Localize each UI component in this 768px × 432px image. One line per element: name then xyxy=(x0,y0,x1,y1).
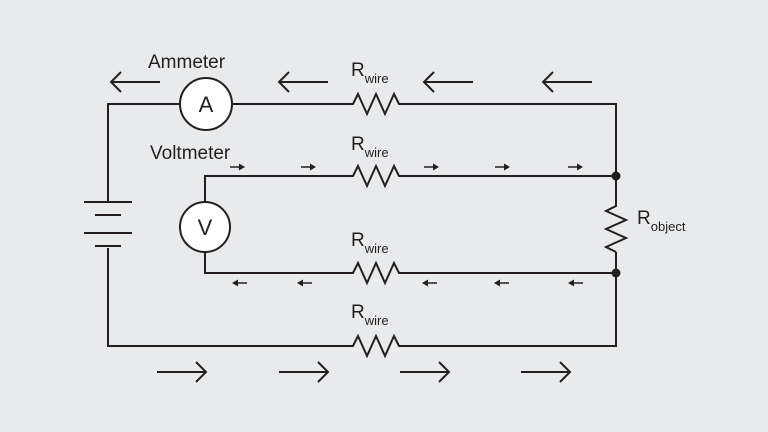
small-arrow-left-icon xyxy=(297,279,312,287)
ammeter-symbol: A xyxy=(179,77,233,131)
ammeter-label: Ammeter xyxy=(148,52,226,73)
arrow-right-icon xyxy=(279,361,330,383)
arrow-right-icon xyxy=(157,361,208,383)
main-circuit-wires xyxy=(107,103,617,347)
voltmeter-label: Voltmeter xyxy=(150,143,231,164)
small-arrow-left-icon xyxy=(494,279,509,287)
voltmeter-letter: V xyxy=(198,215,213,240)
resistor-label-bottom: Rwire xyxy=(351,302,389,328)
wire-resistor-voltmeter-bottom xyxy=(347,260,401,286)
arrow-left-icon xyxy=(541,71,592,93)
resistor-label-object: Robject xyxy=(637,208,686,234)
small-arrows-voltmeter-bottom xyxy=(232,279,583,287)
small-arrow-right-icon xyxy=(495,163,510,171)
arrow-left-icon xyxy=(109,71,160,93)
wire-resistor-top xyxy=(347,91,401,117)
small-arrows-voltmeter-top xyxy=(230,163,583,171)
small-arrow-left-icon xyxy=(568,279,583,287)
arrow-left-icon xyxy=(277,71,328,93)
arrow-left-icon xyxy=(422,71,473,93)
current-arrows-top xyxy=(109,71,592,93)
resistor-label-top: Rwire xyxy=(351,60,389,86)
ammeter-letter: A xyxy=(199,92,214,117)
arrow-right-icon xyxy=(400,361,451,383)
small-arrow-right-icon xyxy=(301,163,316,171)
arrow-right-icon xyxy=(521,361,572,383)
wire-resistor-bottom xyxy=(347,333,401,359)
object-resistor xyxy=(603,202,629,253)
small-arrow-left-icon xyxy=(232,279,247,287)
wire-resistor-voltmeter-top xyxy=(347,163,401,189)
junction-dot-bottom xyxy=(611,268,621,278)
small-arrow-left-icon xyxy=(422,279,437,287)
small-arrow-right-icon xyxy=(568,163,583,171)
battery-icon xyxy=(84,200,132,247)
voltmeter-symbol: V xyxy=(179,201,231,253)
current-arrows-bottom xyxy=(157,361,572,383)
voltmeter-circuit-wires xyxy=(204,175,616,274)
junction-dot-top xyxy=(611,171,621,181)
small-arrow-right-icon xyxy=(230,163,245,171)
resistor-label-voltmeter-bottom: Rwire xyxy=(351,230,389,256)
resistor-label-voltmeter-top: Rwire xyxy=(351,134,389,160)
small-arrow-right-icon xyxy=(424,163,439,171)
